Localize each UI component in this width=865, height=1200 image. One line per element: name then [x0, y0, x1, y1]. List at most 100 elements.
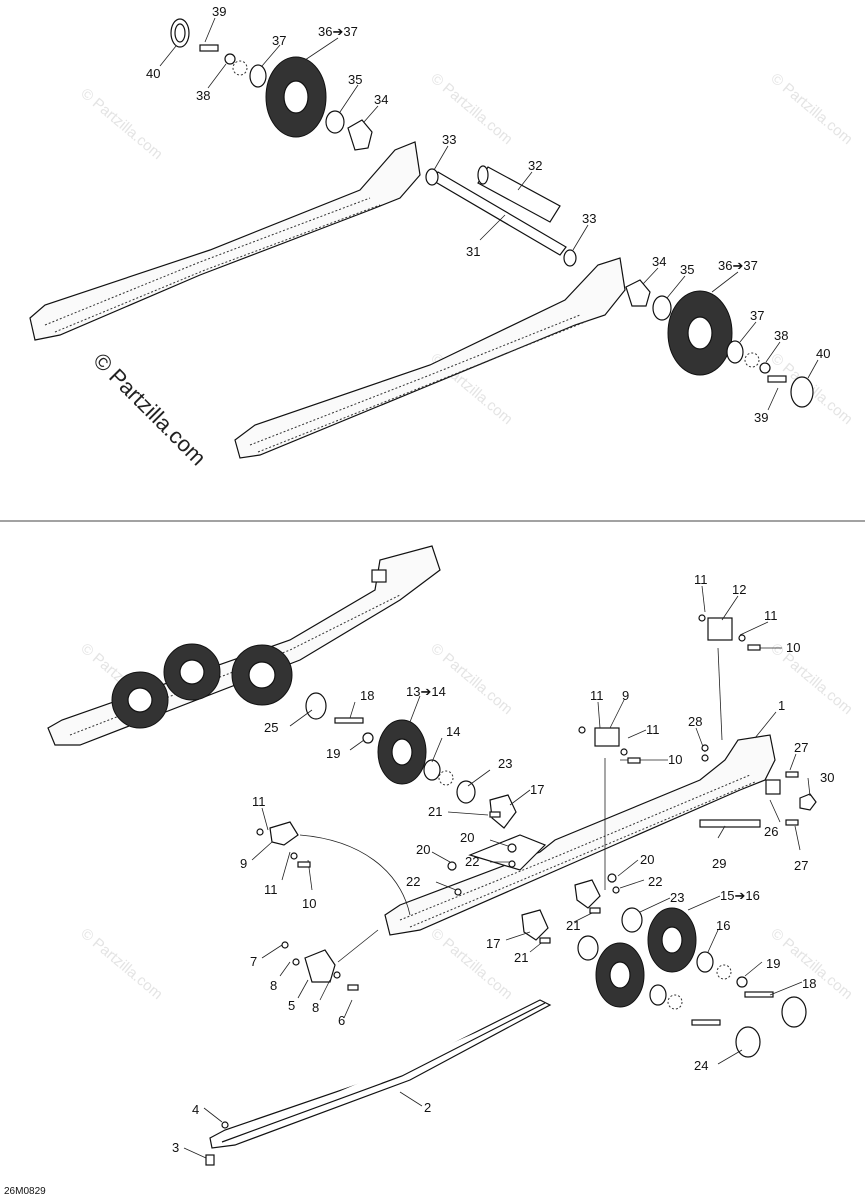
callout-label: 24 — [694, 1058, 708, 1073]
washer-11 — [738, 634, 746, 642]
washer-22 — [454, 888, 462, 896]
watermark: © Partzilla.com — [427, 70, 515, 148]
callout-label: 28 — [688, 714, 702, 729]
callout-label: 30 — [820, 770, 834, 785]
callout-label: 20 — [416, 842, 430, 857]
main-rail-bracket — [468, 834, 547, 871]
washer-28 — [701, 754, 709, 762]
nut-30 — [799, 793, 817, 811]
washer-33-a — [425, 168, 439, 186]
cap-25 — [305, 692, 327, 720]
callout-label: 7 — [250, 954, 257, 969]
bracket-17-c — [574, 879, 601, 909]
washer-11 — [290, 852, 298, 860]
callout-label: 39 — [212, 4, 226, 19]
cap-24-b — [735, 1026, 761, 1058]
cap-40-b — [790, 376, 814, 408]
slide-runner-inner — [221, 1002, 546, 1143]
callout-label: 11 — [646, 722, 660, 737]
watermark: © Partzilla.com — [767, 925, 855, 1003]
bottom-assembly: 11 12 11 10 18 13➔14 1 25 11 9 28 14 11 … — [47, 545, 834, 1166]
callout-label: 9 — [240, 856, 247, 871]
callout-label: 34 — [652, 254, 666, 269]
callout-label: 20 — [460, 830, 474, 845]
watermark: © Partzilla.com — [767, 70, 855, 148]
wheel-15-hub — [661, 926, 683, 954]
lock-washer-b — [744, 352, 760, 368]
block-9-a — [594, 727, 620, 747]
bolt-21 — [589, 907, 601, 914]
callout-label: 17 — [530, 782, 544, 797]
block-12 — [707, 617, 733, 641]
callout-label: 21 — [428, 804, 442, 819]
lock-washer-a — [232, 60, 248, 76]
callout-label: 11 — [694, 572, 708, 587]
callout-label: 18 — [360, 688, 374, 703]
block-9-b — [269, 821, 299, 846]
callout-label: 11 — [264, 882, 278, 897]
washer-38-a — [224, 53, 236, 65]
washer-38-b — [759, 362, 771, 374]
callout-label: 19 — [326, 746, 340, 761]
assembled-rail-dashes — [69, 594, 401, 736]
callout-label: 22 — [406, 874, 420, 889]
callout-label: 2 — [424, 1100, 431, 1115]
callout-label: 33 — [582, 211, 596, 226]
callout-label: 39 — [754, 410, 768, 425]
wheel-15-second-hub — [609, 961, 631, 989]
callout-label: 37 — [272, 33, 286, 48]
callout-label: 15➔16 — [720, 888, 760, 903]
washer-35-b — [652, 295, 672, 321]
callout-label: 29 — [712, 856, 726, 871]
callout-label: 33 — [442, 132, 456, 147]
right-rail — [234, 257, 626, 459]
lock-washer-d — [716, 964, 732, 980]
cap-40-a-inner — [174, 23, 186, 43]
callout-label: 12 — [732, 582, 746, 597]
callout-label: 27 — [794, 858, 808, 873]
washer-7 — [281, 941, 289, 949]
watermark: © Partzilla.com — [77, 85, 165, 163]
washer-23-a — [456, 780, 476, 804]
bolt-39-a — [199, 44, 219, 52]
washer-35-a — [325, 110, 345, 134]
bolt-18-a — [334, 717, 364, 724]
bracket-17-b — [521, 909, 549, 941]
washer-28 — [701, 744, 709, 752]
callout-label: 26 — [764, 824, 778, 839]
assembled-block — [371, 569, 387, 583]
washer-11 — [578, 726, 586, 734]
callout-label: 9 — [622, 688, 629, 703]
nut-20 — [507, 843, 517, 853]
callout-label: 10 — [668, 752, 682, 767]
callout-label: 21 — [514, 950, 528, 965]
callout-label: 32 — [528, 158, 542, 173]
callout-label: 16 — [716, 918, 730, 933]
watermark: © Partzilla.com — [427, 640, 515, 718]
watermark-main: © Partzilla.com — [88, 348, 211, 471]
callout-label: 6 — [338, 1013, 345, 1028]
callout-label: 11 — [252, 794, 266, 809]
callout-label: 8 — [270, 978, 277, 993]
washer-11 — [698, 614, 706, 622]
washer-19-a — [362, 732, 374, 744]
callout-label: 40 — [816, 346, 830, 361]
callout-label: 10 — [302, 896, 316, 911]
lock-washer-e — [667, 994, 683, 1010]
callout-label: 17 — [486, 936, 500, 951]
callout-label: 13➔14 — [406, 684, 446, 699]
axle-29 — [699, 819, 761, 828]
callout-label: 19 — [766, 956, 780, 971]
block-26 — [765, 779, 781, 795]
washer-23-c — [577, 935, 599, 961]
callout-label: 31 — [466, 244, 480, 259]
idler-wheel-hub-a — [283, 80, 309, 114]
slider-block-5 — [304, 949, 336, 983]
bearing-37-b — [726, 340, 744, 364]
washer-11 — [620, 748, 628, 756]
callout-label: 10 — [786, 640, 800, 655]
bolt-21 — [489, 811, 501, 818]
callout-label: 40 — [146, 66, 160, 81]
callout-label: 4 — [192, 1102, 199, 1117]
